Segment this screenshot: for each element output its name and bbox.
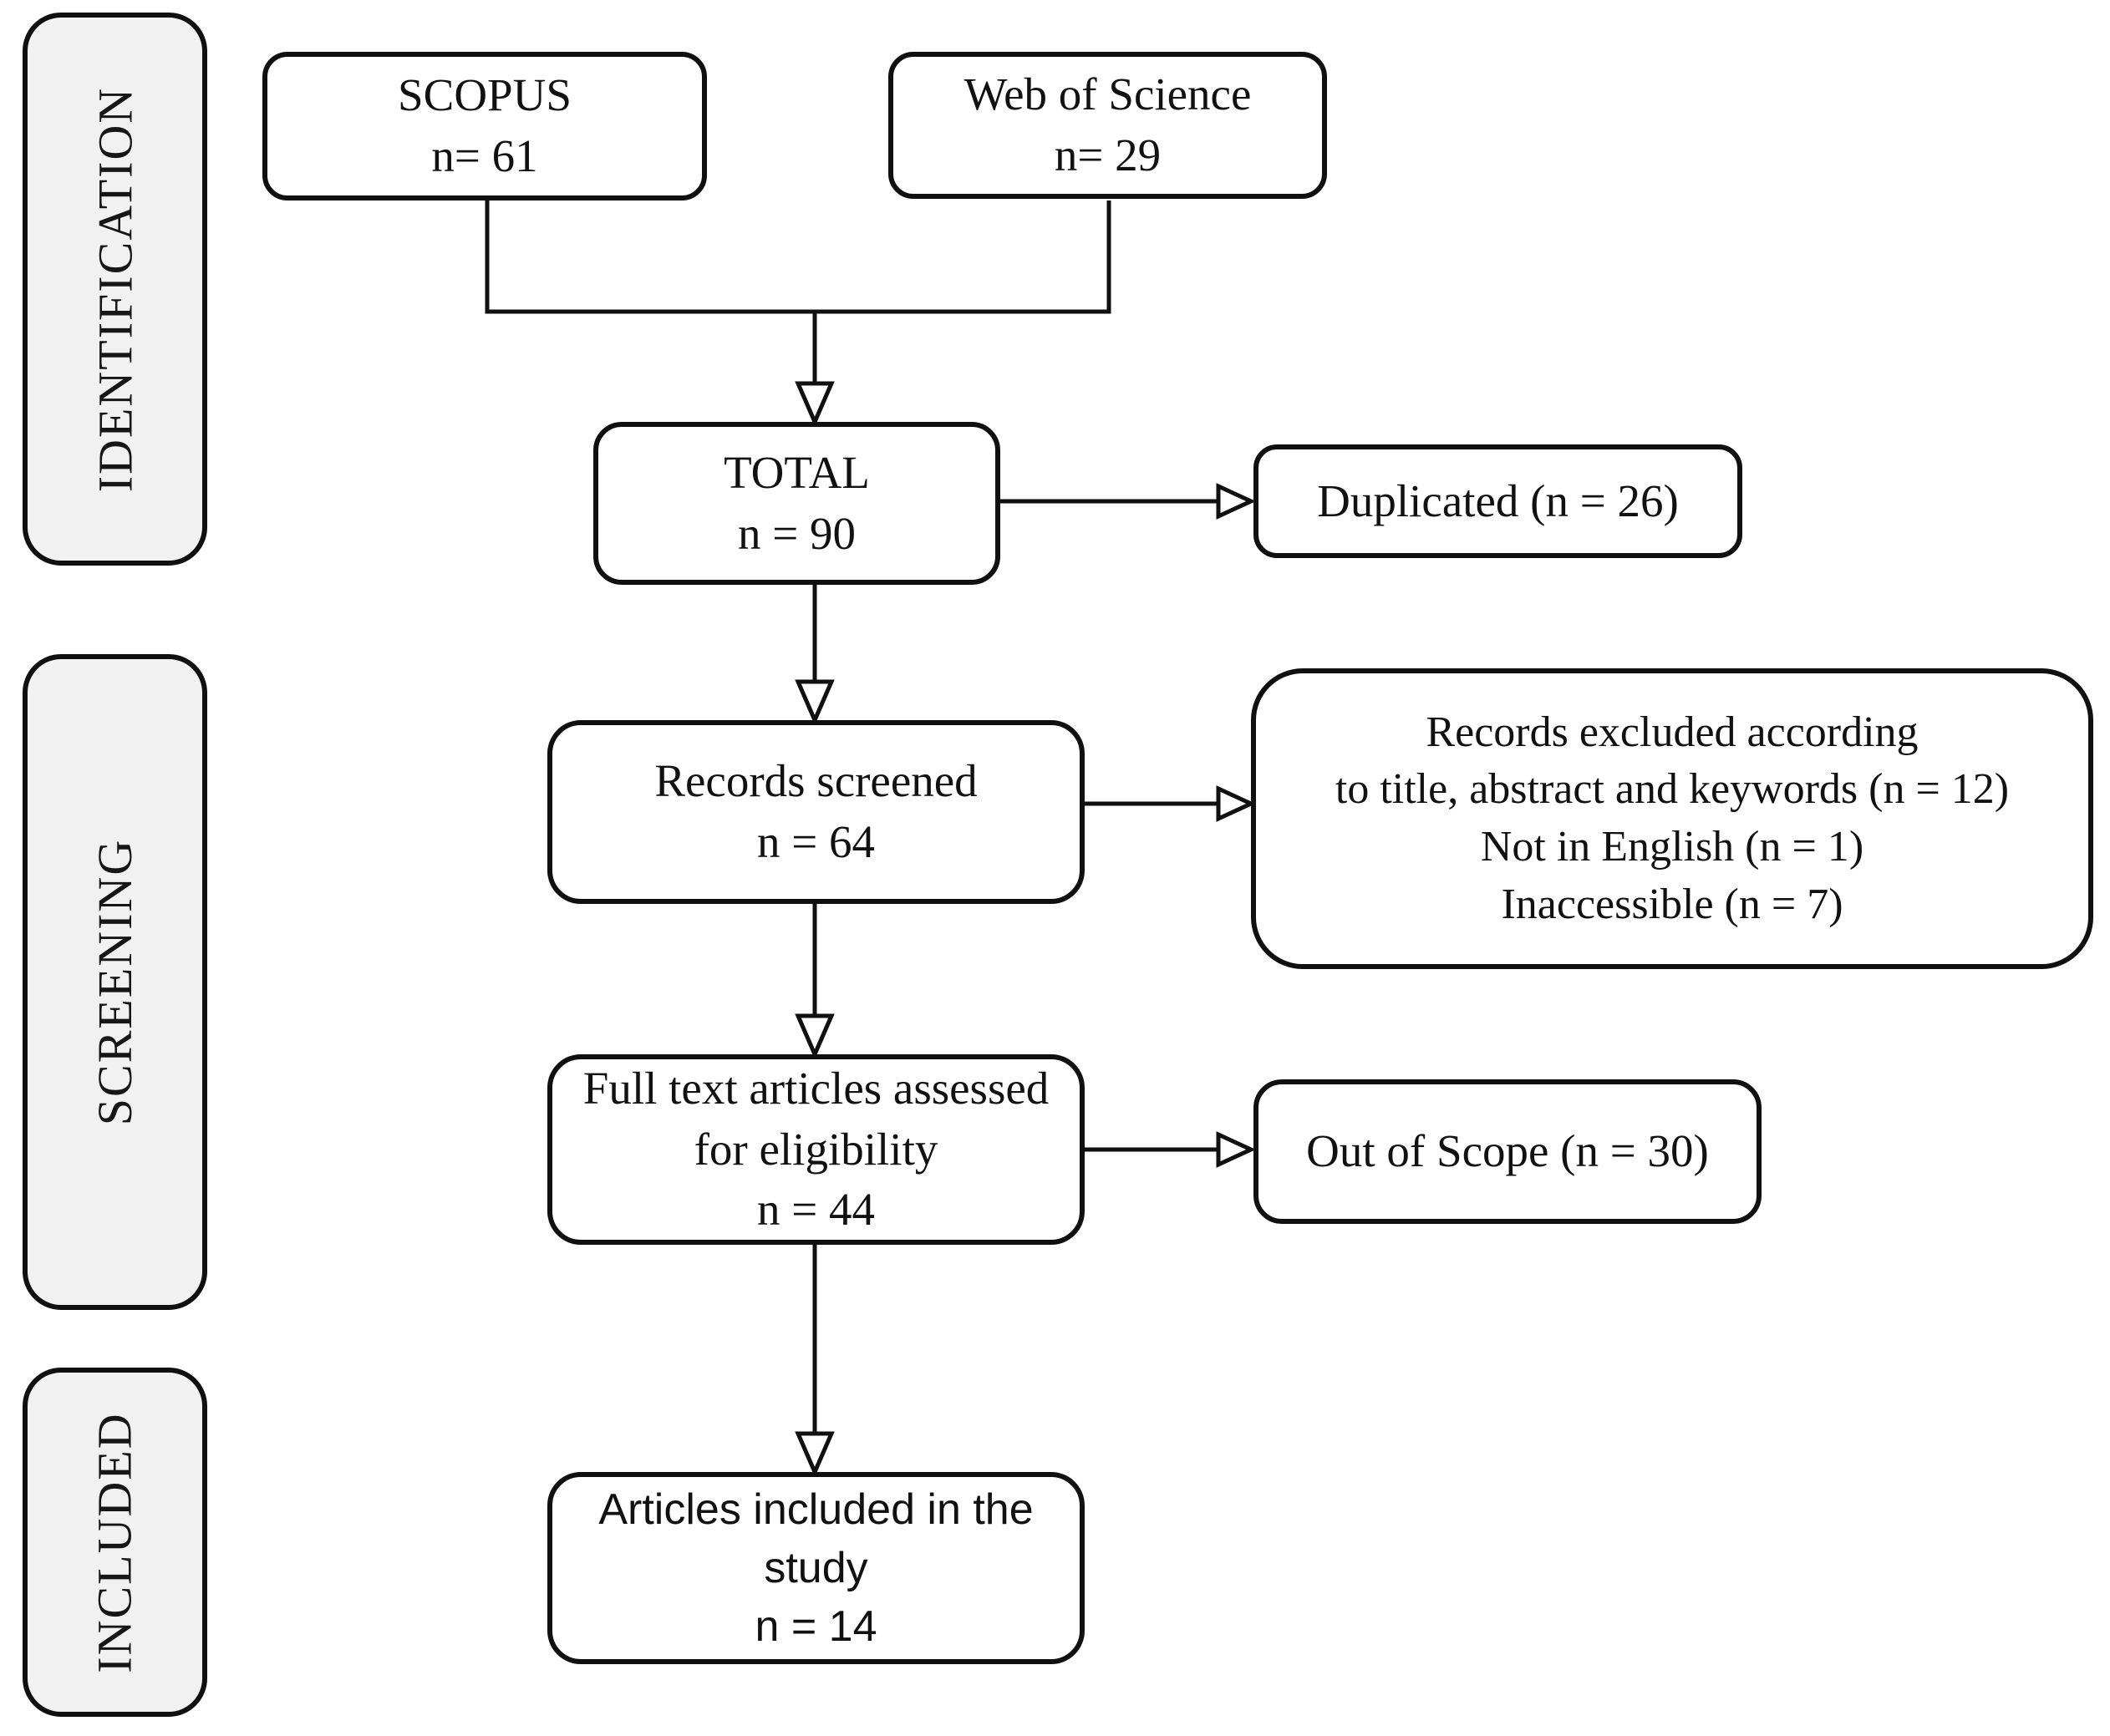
web-of-science-count: n= 29 [1054,129,1162,180]
duplicated-box: Duplicated (n = 26) [1253,444,1742,558]
duplicated-label: Duplicated (n = 26) [1317,475,1679,526]
arrow-down-icon [795,1431,835,1478]
sidebar-screening-label: SCREENING [88,838,142,1126]
total-box: TOTAL n = 90 [593,422,1000,585]
articles-included-box: Articles included in the study n = 14 [547,1472,1085,1664]
out-of-scope-box: Out of Scope (n = 30) [1253,1079,1762,1224]
records-screened-box: Records screened n = 64 [547,720,1085,904]
full-text-assessed-count: n = 44 [756,1184,876,1236]
articles-included-label-line2: study [764,1543,868,1592]
merge-connector-line [485,201,1111,314]
arrow-down-icon [795,679,835,726]
scopus-source-label: SCOPUS [398,69,572,121]
total-count: n = 90 [737,507,857,559]
scopus-count: n= 61 [431,130,538,181]
sidebar-included: INCLUDED [23,1368,207,1717]
full-text-assessed-label-line2: for eligibility [694,1123,938,1175]
total-label: TOTAL [724,446,870,498]
out-of-scope-label: Out of Scope (n = 30) [1306,1125,1709,1177]
arrow-down-icon [795,381,835,428]
records-excluded-label-line1: Records excluded according [1426,708,1919,756]
records-screened-count: n = 64 [756,816,876,867]
articles-included-label-line1: Articles included in the [598,1485,1034,1534]
web-of-science-box: Web of Science n= 29 [888,52,1327,199]
full-text-assessed-label-line1: Full text articles assessed [582,1063,1050,1114]
records-excluded-inaccessible: Inaccessible (n = 7) [1501,880,1843,928]
arrow-down-icon [795,1013,835,1060]
arrow-right-icon [1216,483,1256,520]
sidebar-screening: SCREENING [23,654,207,1310]
records-excluded-not-english: Not in English (n = 1) [1480,823,1864,871]
records-excluded-label-line2: to title, abstract and keywords (n = 12) [1335,765,2010,814]
full-text-assessed-box: Full text articles assessed for eligibil… [547,1054,1085,1245]
sidebar-identification-label: IDENTIFICATION [88,86,142,492]
sidebar-identification: IDENTIFICATION [23,13,207,566]
articles-included-count: n = 14 [755,1602,877,1652]
scopus-box: SCOPUS n= 61 [262,52,707,201]
records-screened-label: Records screened [654,755,978,807]
web-of-science-source-label: Web of Science [963,69,1252,120]
arrow-right-icon [1216,1131,1256,1168]
records-excluded-box: Records excluded according to title, abs… [1251,668,2093,969]
sidebar-included-label: INCLUDED [88,1411,142,1673]
arrow-right-icon [1216,785,1256,822]
